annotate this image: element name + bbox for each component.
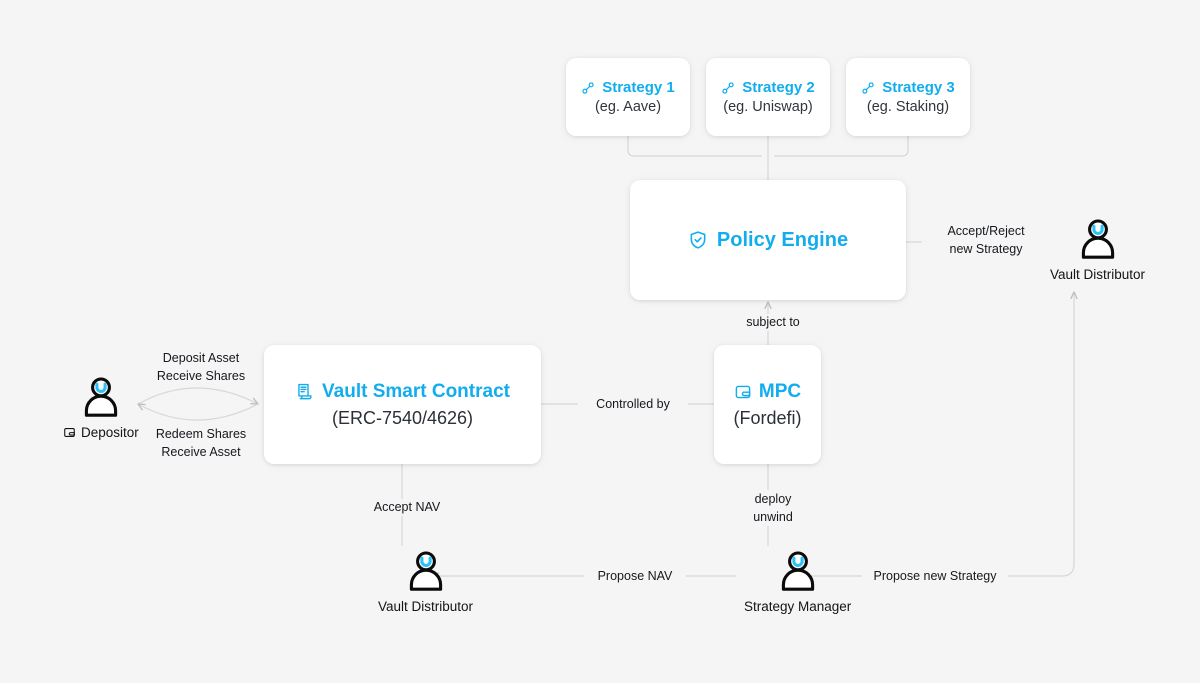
person-icon bbox=[84, 377, 118, 417]
strategy-card-1[interactable]: Strategy 1 (eg. Aave) bbox=[566, 58, 690, 136]
actor-vault-distributor-top-label: Vault Distributor bbox=[1050, 267, 1146, 282]
plug-connector-icon bbox=[582, 81, 594, 94]
plug-connector-icon bbox=[722, 81, 734, 94]
shield-check-icon bbox=[690, 231, 706, 249]
strategy-card-3-title-row: Strategy 3 bbox=[861, 79, 955, 96]
person-icon bbox=[781, 551, 814, 591]
actor-vault-distributor-top[interactable]: Vault Distributor bbox=[1050, 214, 1145, 282]
wallet-icon bbox=[64, 428, 75, 437]
actor-strategy-manager-label: Strategy Manager bbox=[744, 599, 852, 614]
vault-smart-contract-title: Vault Smart Contract bbox=[322, 380, 510, 402]
edge-label-accept-reject: Accept/Reject new Strategy bbox=[922, 222, 1050, 258]
vault-smart-contract-node[interactable]: Vault Smart Contract (ERC-7540/4626) bbox=[264, 345, 541, 464]
plug-connector-icon bbox=[862, 81, 874, 94]
edge-label-controlled-by: Controlled by bbox=[578, 396, 688, 413]
mpc-title-row: MPC bbox=[734, 381, 801, 403]
actor-vault-distributor-top-label-row: Vault Distributor bbox=[1050, 267, 1145, 282]
edge-label-deploy: deploy bbox=[754, 492, 792, 506]
edge-label-propose-new-strategy: Propose new Strategy bbox=[862, 568, 1008, 585]
strategy-card-2-title: Strategy 2 bbox=[742, 79, 815, 96]
edge-label-accept-nav: Accept NAV bbox=[355, 499, 459, 516]
policy-engine-node[interactable]: Policy Engine bbox=[630, 180, 906, 300]
strategy-card-3[interactable]: Strategy 3 (eg. Staking) bbox=[846, 58, 970, 136]
edge-label-subject-to: subject to bbox=[722, 314, 824, 331]
wire-strategy3-to-bus bbox=[774, 136, 909, 157]
mpc-node[interactable]: MPC (Fordefi) bbox=[714, 345, 821, 464]
actor-vault-distributor-bottom[interactable]: Vault Distributor bbox=[378, 546, 473, 614]
wallet-icon bbox=[735, 385, 751, 398]
policy-engine-title-row: Policy Engine bbox=[688, 229, 848, 252]
edge-label-accept-reject-line1: Accept/Reject bbox=[947, 224, 1025, 238]
wire-redeem-arrow bbox=[138, 404, 259, 421]
strategy-card-1-title-row: Strategy 1 bbox=[581, 79, 675, 96]
actor-strategy-manager[interactable]: Strategy Manager bbox=[744, 546, 851, 614]
edge-label-redeem-line1: Redeem Shares bbox=[155, 427, 247, 441]
strategy-card-1-subtitle: (eg. Aave) bbox=[594, 99, 662, 115]
mpc-title: MPC bbox=[758, 380, 802, 402]
person-icon bbox=[409, 551, 442, 591]
policy-engine-title: Policy Engine bbox=[716, 228, 849, 251]
mpc-subtitle: (Fordefi) bbox=[733, 407, 802, 428]
actor-depositor-label: Depositor bbox=[81, 425, 139, 440]
actor-vault-distributor-bottom-label-row: Vault Distributor bbox=[378, 599, 473, 614]
actor-depositor-label-row: Depositor bbox=[63, 425, 139, 440]
contract-document-icon bbox=[298, 383, 312, 400]
edge-label-deposit-line1: Deposit Asset bbox=[162, 351, 240, 365]
strategy-card-2-title-row: Strategy 2 bbox=[721, 79, 815, 96]
strategy-card-1-title: Strategy 1 bbox=[602, 79, 675, 96]
vault-smart-contract-subtitle: (ERC-7540/4626) bbox=[331, 407, 474, 428]
edge-label-accept-reject-line2: new Strategy bbox=[949, 242, 1023, 256]
edge-label-deposit: Deposit Asset Receive Shares bbox=[150, 349, 252, 385]
strategy-card-2-subtitle: (eg. Uniswap) bbox=[723, 99, 813, 115]
edge-label-propose-nav: Propose NAV bbox=[584, 568, 686, 585]
edge-label-unwind: unwind bbox=[753, 510, 793, 524]
wire-strategy1-to-bus bbox=[627, 136, 762, 157]
wire-propose-new-strategy bbox=[802, 292, 1074, 577]
strategy-card-2[interactable]: Strategy 2 (eg. Uniswap) bbox=[706, 58, 830, 136]
actor-vault-distributor-bottom-label: Vault Distributor bbox=[378, 599, 474, 614]
strategy-card-3-title: Strategy 3 bbox=[882, 79, 955, 96]
edge-label-deposit-line2: Receive Shares bbox=[156, 369, 246, 383]
wire-deposit-arrow bbox=[137, 387, 258, 404]
edge-label-redeem-line2: Receive Asset bbox=[161, 445, 241, 459]
edge-label-deploy-unwind: deploy unwind bbox=[726, 490, 820, 526]
actor-depositor[interactable]: Depositor bbox=[63, 372, 139, 440]
strategy-card-3-subtitle: (eg. Staking) bbox=[866, 99, 950, 115]
person-icon bbox=[1081, 219, 1114, 259]
vault-smart-contract-title-row: Vault Smart Contract bbox=[295, 381, 510, 403]
edge-label-redeem: Redeem Shares Receive Asset bbox=[150, 425, 252, 461]
actor-strategy-manager-label-row: Strategy Manager bbox=[744, 599, 851, 614]
